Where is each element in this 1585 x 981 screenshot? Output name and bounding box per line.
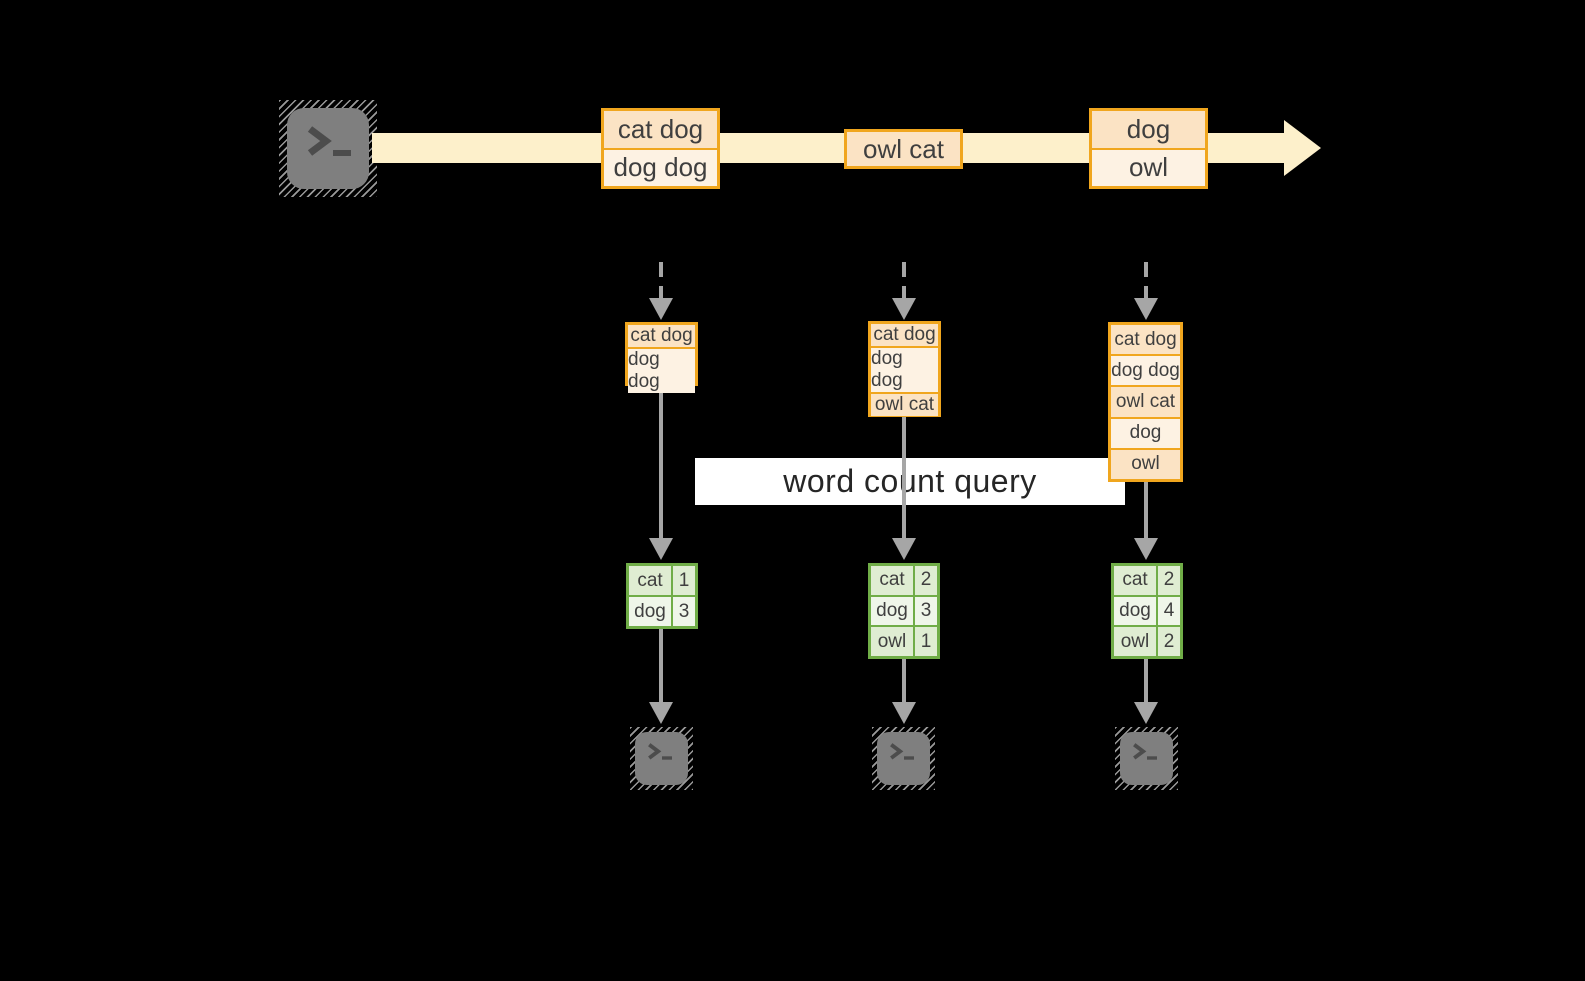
stream-record: owl cat	[847, 132, 960, 166]
arrowhead-down	[1134, 538, 1158, 560]
terminal-prompt-icon	[307, 126, 351, 156]
arrowhead-down	[1134, 702, 1158, 724]
stream-batch-3: dog owl	[1089, 108, 1208, 189]
table-row: owl 2	[1114, 625, 1180, 657]
stream-record: cat dog	[604, 111, 717, 148]
stream-batch-2: owl cat	[844, 129, 963, 169]
terminal-icon-body	[877, 732, 930, 785]
record: cat dog	[871, 324, 938, 346]
result-table-2: cat 2 dog 3 owl 1	[868, 563, 940, 659]
word-cell: cat	[1114, 566, 1156, 595]
terminal-icon-body	[1120, 732, 1173, 785]
query-label: word count query	[783, 463, 1037, 499]
count-cell: 1	[671, 566, 695, 595]
result-table-3: cat 2 dog 4 owl 2	[1111, 563, 1183, 659]
count-cell: 3	[913, 596, 937, 626]
table-row: dog 3	[629, 595, 695, 626]
arrowhead-down	[1134, 298, 1158, 320]
dashed-connector	[659, 262, 663, 298]
connector	[902, 417, 906, 540]
count-cell: 1	[913, 627, 937, 657]
table-row: dog 3	[871, 594, 937, 626]
word-cell: dog	[1114, 596, 1156, 626]
stream-record: owl	[1092, 147, 1205, 186]
terminal-icon-body	[287, 108, 369, 189]
table-row: cat 2	[1114, 566, 1180, 595]
word-cell: cat	[629, 566, 671, 595]
arrowhead-down	[649, 702, 673, 724]
record: cat dog	[628, 325, 695, 347]
table-row: cat 1	[629, 566, 695, 595]
table-row: dog 4	[1114, 594, 1180, 626]
table-row: owl 1	[871, 625, 937, 657]
arrowhead-down	[892, 538, 916, 560]
count-cell: 4	[1156, 596, 1180, 626]
terminal-icon	[1115, 727, 1178, 790]
micro-batch-table-1: cat dog dog dog	[625, 322, 698, 393]
word-cell: dog	[871, 596, 913, 626]
arrowhead-down	[649, 538, 673, 560]
terminal-prompt-icon	[1133, 743, 1157, 760]
terminal-icon	[872, 727, 935, 790]
count-cell: 2	[913, 566, 937, 595]
dashed-connector	[1144, 262, 1148, 298]
micro-batch-table-2: cat dog dog dog owl cat	[868, 321, 941, 417]
word-cell: owl	[871, 627, 913, 657]
record: dog dog	[1111, 354, 1180, 386]
arrowhead-down	[892, 702, 916, 724]
stream-record: dog	[1092, 111, 1205, 148]
record: dog dog	[871, 346, 938, 392]
stream-record: dog dog	[604, 147, 717, 186]
connector	[1144, 482, 1148, 540]
record: owl cat	[871, 392, 938, 416]
terminal-icon	[630, 727, 693, 790]
arrowhead-down	[649, 298, 673, 320]
terminal-icon-body	[635, 732, 688, 785]
word-cell: dog	[629, 597, 671, 626]
terminal-icon	[279, 100, 377, 197]
word-cell: owl	[1114, 627, 1156, 657]
stream-arrow-head	[1284, 120, 1321, 176]
count-cell: 3	[671, 597, 695, 626]
query-label-box: word count query	[695, 458, 1125, 505]
table-row: cat 2	[871, 566, 937, 595]
record: dog	[1111, 416, 1180, 448]
connector	[659, 386, 663, 540]
connector	[659, 629, 663, 702]
count-cell: 2	[1156, 627, 1180, 657]
record: owl cat	[1111, 385, 1180, 417]
result-table-1: cat 1 dog 3	[626, 563, 698, 629]
record: owl	[1111, 447, 1180, 480]
connector	[902, 659, 906, 702]
word-cell: cat	[871, 566, 913, 595]
arrowhead-down	[892, 298, 916, 320]
micro-batch-table-3: cat dog dog dog owl cat dog owl	[1108, 322, 1183, 482]
record: cat dog	[1111, 325, 1180, 355]
connector	[1144, 659, 1148, 702]
terminal-prompt-icon	[890, 743, 914, 760]
count-cell: 2	[1156, 566, 1180, 595]
record: dog dog	[628, 347, 695, 393]
dashed-connector	[902, 262, 906, 298]
stream-batch-1: cat dog dog dog	[601, 108, 720, 189]
terminal-prompt-icon	[648, 743, 672, 760]
